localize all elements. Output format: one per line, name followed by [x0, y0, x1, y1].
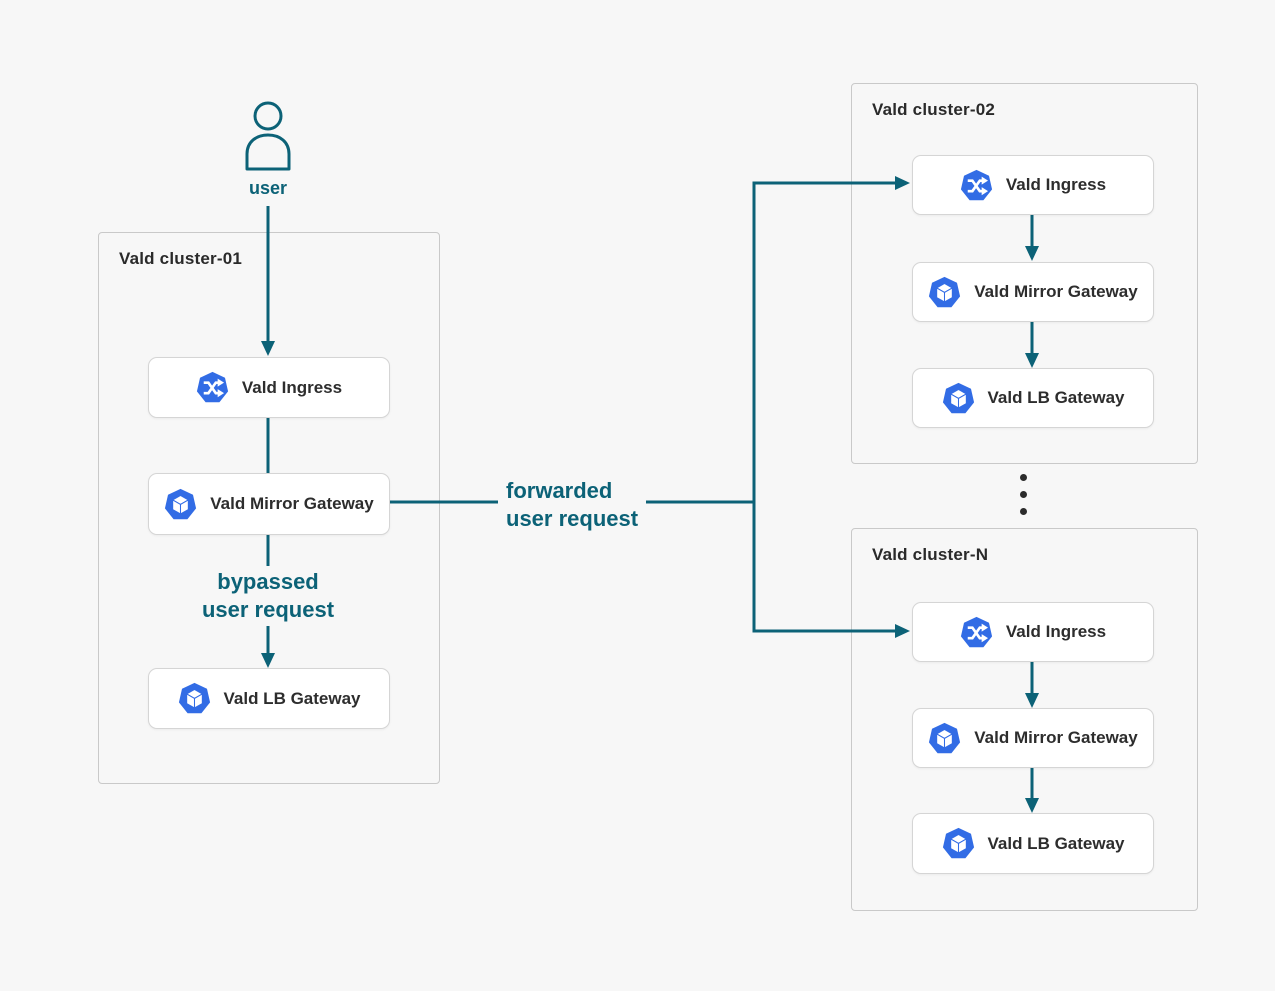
arrowhead-mirrorN-to-lbN — [1025, 798, 1039, 813]
node-cluster01-vald-lb-gateway: Vald LB Gateway — [148, 668, 390, 729]
node-clusterN-vald-mirror-gateway: Vald Mirror Gateway — [912, 708, 1154, 768]
arrowhead-mirror02-to-lb02 — [1025, 353, 1039, 368]
node-label: Vald LB Gateway — [223, 688, 361, 708]
arrowhead-ingress02-to-mirror02 — [1025, 246, 1039, 261]
edge-label-forwarded-user-request: forwarded user request — [498, 475, 647, 535]
kubernetes-ingress-icon — [960, 169, 992, 200]
cluster-02-box: Vald cluster-02 — [851, 83, 1198, 464]
user-label: user — [248, 178, 288, 198]
node-label: Vald Ingress — [1005, 175, 1107, 194]
node-cluster02-vald-ingress: Vald Ingress — [912, 155, 1154, 215]
arrowhead-ingressN-to-mirrorN — [1025, 693, 1039, 708]
node-label: Vald Ingress — [241, 377, 343, 397]
arrowhead-user-to-ingress — [261, 341, 275, 356]
ellipsis-dot — [1020, 508, 1027, 515]
arrowhead-bypassed — [261, 653, 275, 668]
kubernetes-cube-icon — [165, 488, 197, 519]
node-cluster01-vald-mirror-gateway: Vald Mirror Gateway — [148, 473, 390, 535]
kubernetes-cube-icon — [929, 276, 961, 307]
node-clusterN-vald-lb-gateway: Vald LB Gateway — [912, 813, 1154, 874]
kubernetes-ingress-icon — [196, 371, 228, 403]
clusters-ellipsis-dots — [1020, 474, 1027, 515]
user-figure: user — [240, 100, 296, 199]
edge-label-bypassed-user-request: bypassed user request — [189, 566, 347, 626]
cluster-N-title: Vald cluster-N — [872, 545, 989, 564]
ellipsis-dot — [1020, 474, 1027, 481]
cluster-01-title: Vald cluster-01 — [119, 249, 243, 268]
node-label: Vald Mirror Gateway — [974, 282, 1138, 301]
node-label: Vald Ingress — [1005, 622, 1107, 641]
line-forwarded-trunk — [752, 181, 895, 633]
person-icon — [245, 101, 291, 171]
cluster-N-box: Vald cluster-N — [851, 528, 1198, 911]
node-cluster01-vald-ingress: Vald Ingress — [148, 357, 390, 418]
kubernetes-cube-icon — [178, 682, 210, 714]
cluster-02-title: Vald cluster-02 — [872, 100, 996, 119]
kubernetes-ingress-icon — [960, 616, 992, 647]
ellipsis-dot — [1020, 491, 1027, 498]
node-clusterN-vald-ingress: Vald Ingress — [912, 602, 1154, 662]
node-label: Vald LB Gateway — [987, 833, 1125, 853]
arrowhead-to-cluster02 — [895, 176, 910, 190]
arrowhead-to-clusterN — [895, 624, 910, 638]
node-label: Vald LB Gateway — [987, 388, 1125, 407]
kubernetes-cube-icon — [929, 722, 961, 753]
node-label: Vald Mirror Gateway — [974, 728, 1138, 747]
kubernetes-cube-icon — [942, 827, 974, 859]
node-label: Vald Mirror Gateway — [210, 494, 374, 513]
node-cluster02-vald-lb-gateway: Vald LB Gateway — [912, 368, 1154, 428]
kubernetes-cube-icon — [942, 382, 974, 413]
node-cluster02-vald-mirror-gateway: Vald Mirror Gateway — [912, 262, 1154, 322]
